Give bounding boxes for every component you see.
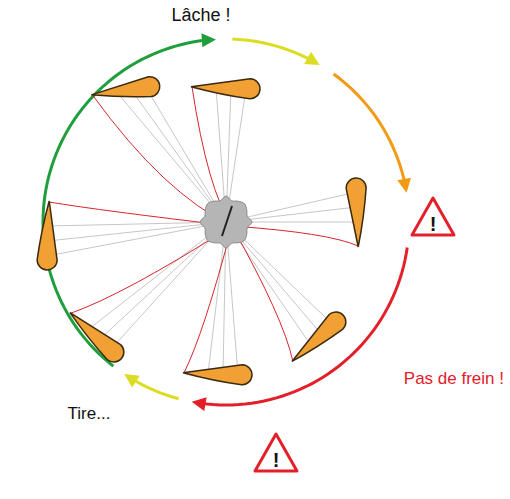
wing-profile — [63, 305, 128, 366]
warning-mark: ! — [430, 214, 437, 234]
pilot — [200, 196, 252, 248]
cycle-arc — [43, 40, 207, 366]
wing-profile — [285, 308, 350, 369]
arrow-head — [304, 52, 320, 65]
arrow-head — [124, 374, 140, 387]
suspension-line — [89, 222, 226, 329]
suspension-line — [47, 222, 226, 256]
cycle-arc — [132, 379, 179, 399]
wing-profile — [183, 363, 253, 385]
suspension-line — [48, 222, 226, 241]
suspension-lines — [47, 87, 358, 375]
wing-profile — [191, 77, 261, 99]
arrow-head — [201, 33, 215, 47]
phase-label: Tire... — [68, 405, 111, 422]
pilot-body — [222, 206, 232, 236]
warning-mark: ! — [273, 450, 280, 470]
wing-profile — [37, 201, 59, 271]
cycle-arc — [232, 39, 312, 60]
wing-profile — [90, 75, 161, 104]
phase-label: Lâche ! — [171, 6, 230, 24]
wing-profile — [346, 178, 368, 248]
wings — [37, 75, 368, 385]
warning-triangle — [412, 198, 454, 235]
warning-triangle — [255, 434, 297, 471]
cycle-arc — [334, 74, 405, 184]
arrow-head — [397, 178, 411, 193]
brake-line — [232, 226, 358, 246]
warning-label: Pas de frein ! — [404, 370, 504, 387]
arrow-head — [192, 397, 207, 411]
brake-line — [232, 226, 293, 361]
